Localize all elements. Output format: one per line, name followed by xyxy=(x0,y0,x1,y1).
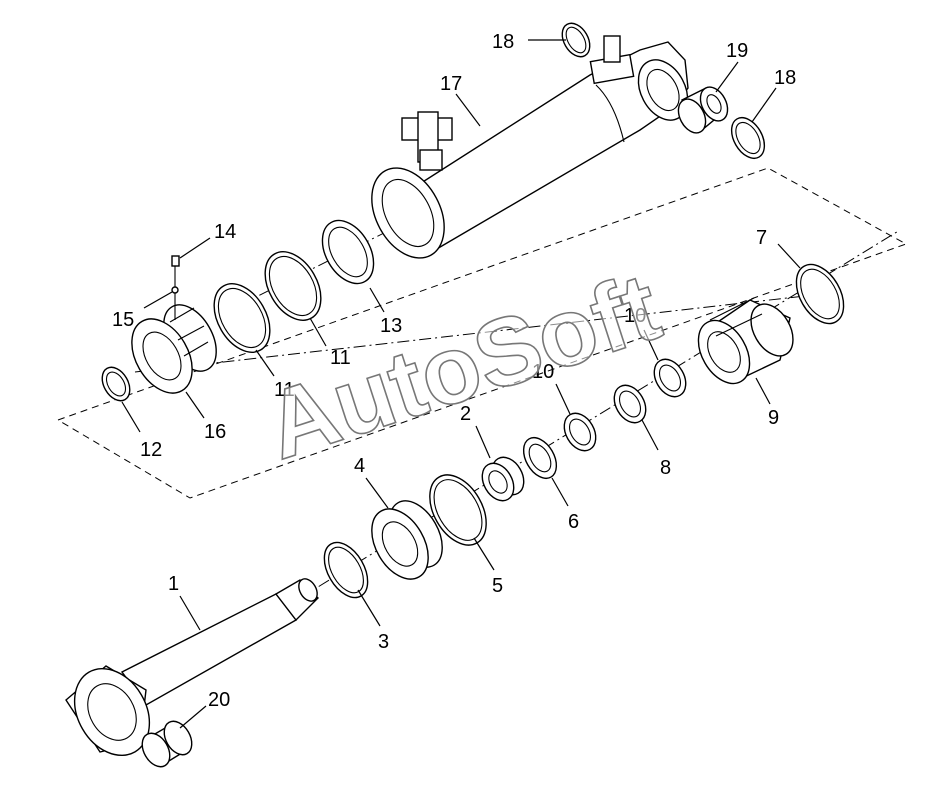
callout-9: 9 xyxy=(768,407,779,429)
o-ring-11-lower xyxy=(213,283,271,353)
grease-fitting-14 xyxy=(171,255,180,267)
callout-10-right: 10 xyxy=(624,305,646,327)
callout-4: 4 xyxy=(354,455,365,477)
callout-13: 13 xyxy=(380,315,402,337)
bushing-19 xyxy=(677,86,729,134)
callout-16: 16 xyxy=(204,421,226,443)
callout-17: 17 xyxy=(440,73,462,95)
piston-axis xyxy=(134,291,841,373)
ball-15 xyxy=(171,286,179,294)
snap-ring-18-right xyxy=(730,117,766,159)
callout-5: 5 xyxy=(492,575,503,597)
callout-3: 3 xyxy=(378,631,389,653)
o-ring-7 xyxy=(795,263,845,325)
o-ring-11-upper xyxy=(264,251,322,321)
callout-7: 7 xyxy=(756,227,767,249)
bushing-2 xyxy=(481,456,525,502)
callout-11-upper: 11 xyxy=(330,347,351,369)
piston-rod-1 xyxy=(65,578,319,757)
ring-8 xyxy=(613,384,647,424)
callout-8: 8 xyxy=(660,457,671,479)
callout-18-right: 18 xyxy=(774,67,796,89)
seal-housing-4 xyxy=(371,500,443,580)
ring-6 xyxy=(522,437,558,479)
bushing-20 xyxy=(141,720,193,768)
callout-2: 2 xyxy=(460,403,471,425)
callout-12: 12 xyxy=(140,439,162,461)
subassembly-boundary xyxy=(56,167,908,499)
ring-12 xyxy=(101,366,131,402)
snap-ring-18-top xyxy=(561,22,591,58)
callout-10-left: 10 xyxy=(532,361,554,383)
callout-labels: 18 19 18 17 14 15 13 11 11 16 12 7 10 10… xyxy=(112,31,796,711)
callout-14: 14 xyxy=(214,221,236,243)
callout-6: 6 xyxy=(568,511,579,533)
callout-11-lower: 11 xyxy=(274,379,295,401)
gland-head-16 xyxy=(131,304,217,394)
ring-10-right xyxy=(653,358,687,398)
ring-13 xyxy=(321,219,375,285)
snap-ring-3 xyxy=(323,541,369,599)
callout-15: 15 xyxy=(112,309,134,331)
cylinder-barrel xyxy=(371,35,689,259)
callout-18-top: 18 xyxy=(492,31,514,53)
callout-19: 19 xyxy=(726,40,748,62)
ring-10-left xyxy=(563,412,597,452)
callout-1: 1 xyxy=(168,573,179,595)
callout-20: 20 xyxy=(208,689,230,711)
piston-9 xyxy=(697,297,794,385)
leader-lines xyxy=(121,39,801,729)
